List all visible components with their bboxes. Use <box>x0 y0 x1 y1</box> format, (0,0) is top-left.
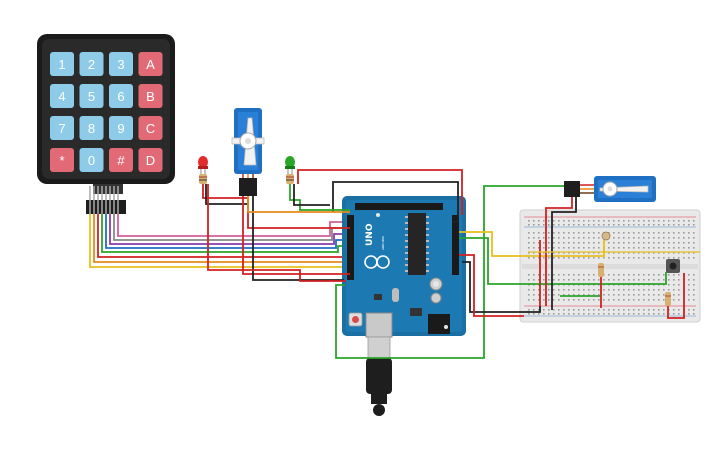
atmega-chip <box>408 213 426 275</box>
wire-green <box>101 214 350 253</box>
key-2[interactable]: 2 <box>79 52 104 76</box>
wire-red <box>97 214 342 258</box>
usb-cable <box>366 336 392 416</box>
key-label: 0 <box>88 153 95 168</box>
keypad-ribbon <box>93 184 123 194</box>
key-label: 5 <box>88 89 95 104</box>
usb-port[interactable] <box>365 312 393 338</box>
keypad-pins <box>89 186 119 214</box>
key-hash[interactable]: # <box>109 148 133 172</box>
wire-yellow <box>89 214 350 268</box>
arduino-brand-label: ARDUINO <box>381 235 385 250</box>
keypad-face <box>42 39 170 179</box>
wire-blue <box>105 214 350 249</box>
key-label: 9 <box>117 121 124 136</box>
wire-yellow-sensor <box>459 231 605 257</box>
wire-servo-power <box>242 196 350 275</box>
wire-green-button <box>459 237 667 285</box>
keypad-wires <box>89 214 350 268</box>
right-header <box>452 215 459 275</box>
wire-green-led <box>289 184 350 211</box>
key-6[interactable]: 6 <box>109 84 133 108</box>
wire-pink <box>117 214 350 237</box>
wire-red-top <box>297 169 463 215</box>
resistor-left <box>199 174 207 184</box>
wire-red-led <box>202 184 350 229</box>
key-label: 4 <box>58 89 65 104</box>
key-c[interactable]: C <box>138 116 163 140</box>
keypad-keys: 1 2 3 A 4 5 6 B 7 8 9 C * 0 # D <box>50 52 163 172</box>
green-led[interactable] <box>285 156 295 184</box>
key-label: 3 <box>117 57 124 72</box>
wire-purple <box>109 214 350 245</box>
key-7[interactable]: 7 <box>50 116 74 140</box>
key-a[interactable]: A <box>138 52 163 76</box>
key-4[interactable]: 4 <box>50 84 74 108</box>
key-b[interactable]: B <box>138 84 163 108</box>
wire-black-led <box>205 184 248 205</box>
resistor-right <box>286 174 294 184</box>
key-0[interactable]: 0 <box>79 148 104 172</box>
wire-servo-ground <box>252 196 344 281</box>
key-label: 2 <box>88 57 95 72</box>
key-label: A <box>146 57 155 72</box>
left-header <box>347 215 354 280</box>
uno-label: UNO <box>365 223 375 246</box>
breadboard-holes <box>528 220 695 315</box>
servo-right[interactable] <box>564 176 656 202</box>
digital-header <box>355 203 443 210</box>
key-3[interactable]: 3 <box>109 52 133 76</box>
wire-red-bb <box>459 254 524 317</box>
breadboard[interactable] <box>519 209 701 323</box>
key-9[interactable]: 9 <box>109 116 133 140</box>
circuit-wires <box>202 169 700 359</box>
wire-black-top <box>332 181 459 223</box>
key-star[interactable]: * <box>50 148 74 172</box>
arduino-uno[interactable]: UNO ARDUINO <box>342 196 466 338</box>
servo-top[interactable] <box>231 108 265 196</box>
breadboard-resistor-1 <box>598 263 604 277</box>
photoresistor <box>601 231 611 241</box>
key-label: C <box>146 121 155 136</box>
wire-green-loop <box>335 185 564 359</box>
key-label: B <box>146 89 155 104</box>
key-8[interactable]: 8 <box>79 116 104 140</box>
key-label: 1 <box>58 57 65 72</box>
breadboard-resistor-2 <box>665 292 671 306</box>
key-label: 7 <box>58 121 65 136</box>
key-label: # <box>117 153 125 168</box>
power-jack[interactable] <box>428 314 450 334</box>
red-led[interactable] <box>198 156 208 184</box>
wire-red-servo-bb <box>545 197 573 306</box>
key-5[interactable]: 5 <box>79 84 104 108</box>
key-1[interactable]: 1 <box>50 52 74 76</box>
wire-bb-red-button <box>667 273 685 319</box>
key-d[interactable]: D <box>138 148 163 172</box>
capacitor-2 <box>430 292 442 304</box>
wire-servo-signal <box>247 196 350 213</box>
wire-orange <box>93 214 346 263</box>
key-label: 8 <box>88 121 95 136</box>
wire-black-servo-bb <box>551 197 577 310</box>
wire-green-led-ground <box>293 184 330 206</box>
wire-red-left-5v <box>207 184 346 282</box>
crystal-oscillator <box>392 288 399 302</box>
wire-black-bb <box>462 261 541 313</box>
keypad[interactable]: 1 2 3 A 4 5 6 B 7 8 9 C * 0 # D <box>37 34 175 214</box>
key-label: * <box>59 153 64 168</box>
key-label: D <box>146 153 155 168</box>
key-label: 6 <box>117 89 124 104</box>
